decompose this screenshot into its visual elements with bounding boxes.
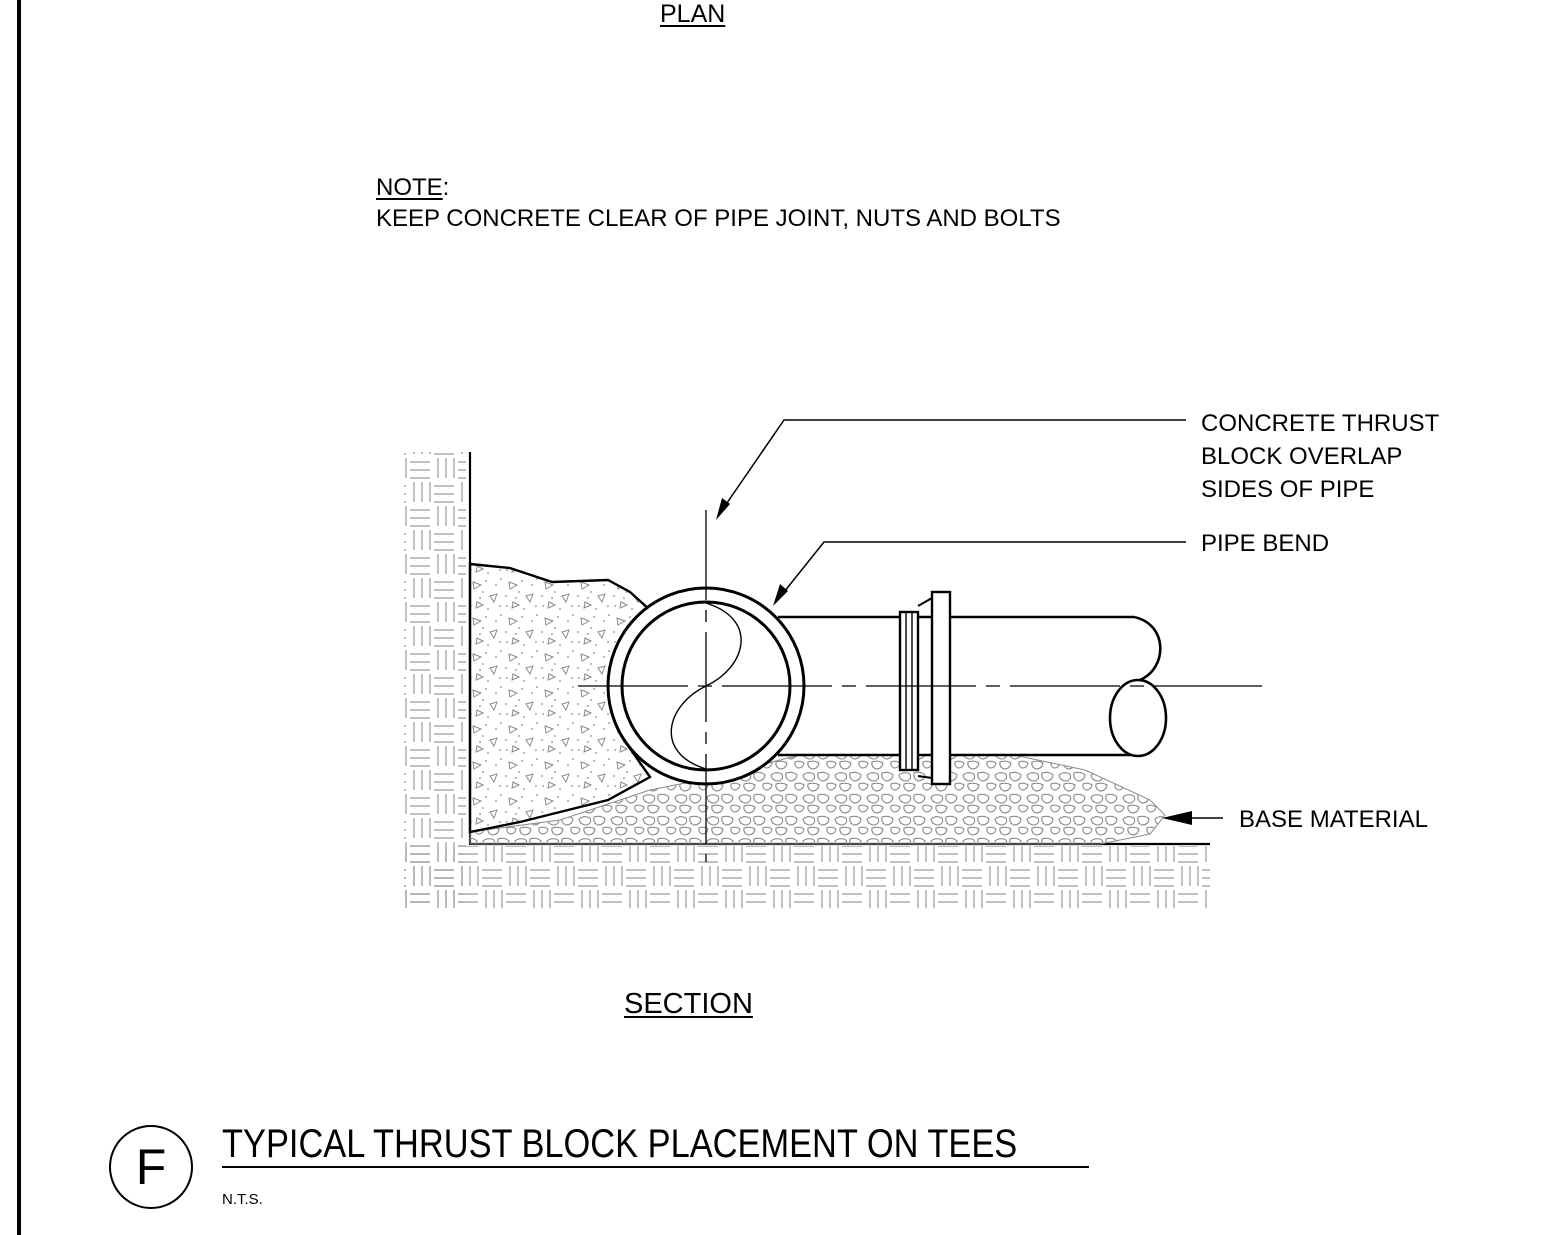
centerlines bbox=[578, 510, 1262, 862]
plan-label: PLAN bbox=[660, 0, 726, 28]
leader-pipe-bend bbox=[773, 541, 1186, 606]
callout-concrete-line-1: CONCRETE THRUST bbox=[1201, 410, 1440, 437]
callout-pipe-bend: PIPE BEND bbox=[1201, 530, 1330, 557]
detail-title-rule bbox=[222, 1166, 1089, 1168]
note-text: KEEP CONCRETE CLEAR OF PIPE JOINT, NUTS … bbox=[376, 205, 1061, 232]
note-heading: NOTE: bbox=[376, 176, 449, 200]
soil-hatch-left bbox=[404, 452, 466, 908]
note-heading-colon: : bbox=[442, 174, 450, 201]
section-label: SECTION bbox=[624, 988, 753, 1020]
sheet-border-left bbox=[17, 0, 21, 1235]
base-material-gravel bbox=[469, 744, 1166, 845]
leader-concrete-thrust-block bbox=[716, 419, 1186, 520]
detail-scale: N.T.S. bbox=[222, 1191, 263, 1208]
soil-hatch-bottom bbox=[404, 846, 1210, 908]
leader-base-material bbox=[1162, 811, 1223, 825]
pipe-bend bbox=[778, 590, 1168, 786]
callout-concrete-line-3: SIDES OF PIPE bbox=[1201, 476, 1375, 503]
callout-base-material: BASE MATERIAL bbox=[1239, 806, 1428, 833]
callout-concrete-line-2: BLOCK OVERLAP bbox=[1201, 443, 1403, 470]
detail-letter-bubble: F bbox=[109, 1125, 193, 1209]
detail-title: TYPICAL THRUST BLOCK PLACEMENT ON TEES bbox=[222, 1122, 1018, 1166]
callout-concrete-thrust-block: CONCRETE THRUST BLOCK OVERLAP SIDES OF P… bbox=[1201, 407, 1439, 506]
note-heading-word: NOTE bbox=[376, 174, 443, 201]
